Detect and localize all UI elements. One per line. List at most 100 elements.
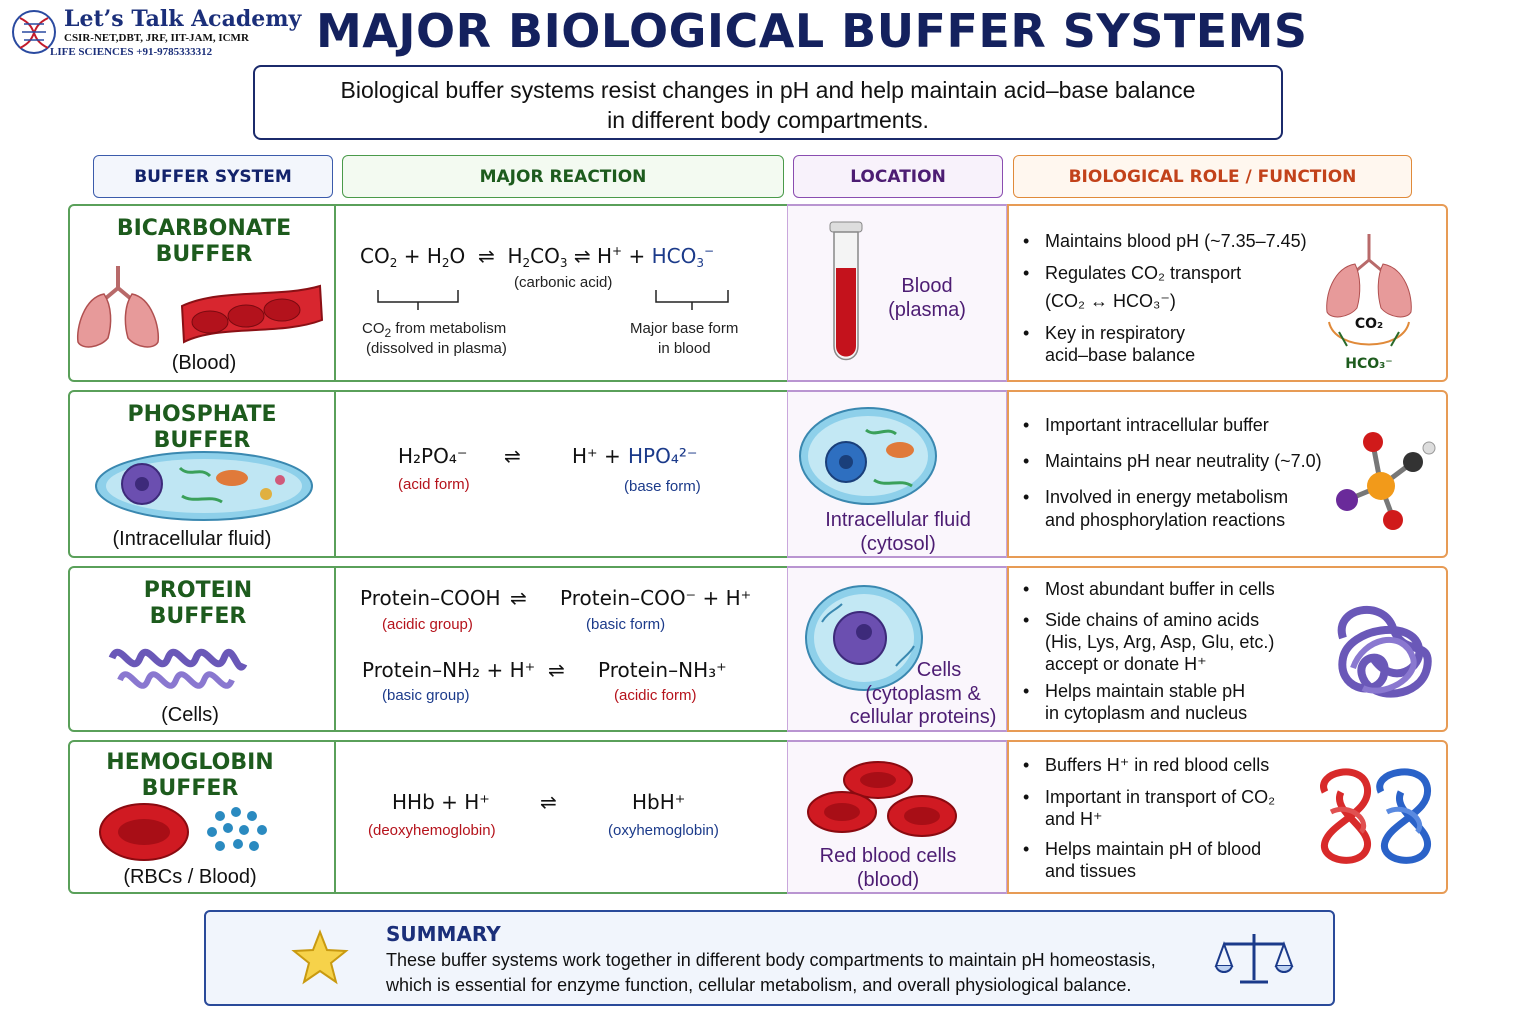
role-item-cont: (CO₂ ↔ HCO₃⁻) [1045,291,1176,311]
acid-form-label: (acid form) [398,476,470,493]
role-item-cont: in cytoplasm and nucleus [1045,703,1248,723]
protein-basic-group: Protein–NH₂ + H⁺ [362,658,536,682]
role-item-cont: and H⁺ [1045,809,1103,829]
location-cell: Red blood cells (blood) [787,740,1007,894]
base-note-2: in blood [658,340,711,357]
role-cell: Maintains blood pH (~7.35–7.45) Regulate… [1007,204,1448,382]
dna-globe-icon [12,10,56,54]
buffer-name-2: BUFFER [149,604,247,629]
location-line-2: (blood) [856,869,920,891]
buffer-name: HEMOGLOBIN [106,750,274,775]
cell-nucleus-icon [805,585,923,691]
equilibrium-arrow: ⇌ [510,586,527,610]
equilibrium-arrow: ⇌ [504,444,521,468]
role-item-cont: and tissues [1045,861,1137,881]
basic-group-label: (basic group) [382,687,470,704]
page-title: MAJOR BIOLOGICAL BUFFER SYSTEMS [316,4,1308,58]
reaction-cell: HHb + H⁺ ⇌ HbH⁺ (deoxyhemoglobin) (oxyhe… [336,740,787,894]
role-item: Maintains pH near neutrality (~7.0) [1023,450,1322,472]
location-line-1: Blood [901,275,953,297]
header-biological-role: BIOLOGICAL ROLE / FUNCTION [1013,155,1412,198]
role-item: Key in respiratory [1023,322,1185,344]
role-cell: Important intracellular buffer Maintains… [1007,390,1448,558]
equilibrium-arrow-2: ⇌ [548,658,565,682]
role-item: Important in transport of CO₂ [1023,786,1275,808]
row-bicarbonate: BICARBONATE BUFFER (Blood) CO2 + H2O ⇌ H… [68,204,1448,382]
location-line-1: Cells [916,659,962,681]
role-cell: Buffers H⁺ in red blood cells Important … [1007,740,1448,894]
base-note: Major base form [630,320,739,337]
lungs-co2-cycle-icon: CO₂ HCO₃⁻ [1326,234,1412,372]
star-icon [291,929,349,985]
buffer-cell: BICARBONATE BUFFER (Blood) [68,204,336,382]
logo-tagline: CSIR-NET,DBT, JRF, IIT-JAM, ICMR [64,32,249,44]
phosphate-hplus: H⁺ + [572,444,621,468]
folded-protein-icon [1337,606,1432,698]
summary-title: SUMMARY [386,922,501,946]
role-item: Helps maintain pH of blood [1023,838,1261,860]
balance-scale-icon [1214,934,1294,984]
role-item: Buffers H⁺ in red blood cells [1023,754,1269,776]
carbonic-acid-label: (carbonic acid) [514,274,613,291]
red-blood-cells-icon [807,761,957,837]
diagram-hco3: HCO₃⁻ [1345,356,1392,372]
location-line-1: Intracellular fluid [825,509,971,531]
buffer-name: PHOSPHATE [127,402,277,427]
cell-icon [95,451,313,521]
reaction-cell: CO2 + H2O ⇌ H2CO3 ⇌ H+ + HCO3− (carbonic… [336,204,787,382]
reaction-cell: Protein–COOH ⇌ Protein–COO⁻ + H⁺ (acidic… [336,566,787,732]
buffer-name-2: BUFFER [153,428,251,453]
buffer-name: BICARBONATE [116,216,292,241]
basic-form-label: (basic form) [586,616,666,633]
location-cell: Intracellular fluid (cytosol) [787,390,1007,558]
phosphate-molecule-icon [1336,432,1436,530]
hemoglobin-structure-icon [1320,768,1431,864]
acidic-group-label: (acidic group) [382,616,473,633]
header-location: LOCATION [793,155,1003,198]
protein-basic-form: Protein–COO⁻ + H⁺ [560,586,752,610]
hemoglobin-deoxy: HHb + H⁺ [392,790,490,814]
role-item-cont: accept or donate H⁺ [1045,654,1207,674]
header-major-reaction: MAJOR REACTION [342,155,784,198]
role-cell: Most abundant buffer in cells Side chain… [1007,566,1448,732]
location-line-2: (cytoplasm & [865,683,981,705]
role-item: Maintains blood pH (~7.35–7.45) [1023,230,1307,252]
role-item: Helps maintain stable pH [1023,680,1245,702]
lungs-bloodvessel-icon [76,266,324,348]
test-tube-icon [829,221,863,361]
summary-box: SUMMARY These buffer systems work togeth… [204,910,1335,1006]
role-item: Side chains of amino acids [1023,609,1259,631]
protein-acidic-form: Protein–NH₃⁺ [598,658,727,682]
logo-name: Let’s Talk Academy [64,6,302,32]
intro-box: Biological buffer systems resist changes… [253,65,1283,140]
rbc-and-ions-icon [99,803,267,861]
location-line-3: cellular proteins) [849,706,997,728]
summary-text: These buffer systems work together in di… [386,950,1156,995]
buffer-cell: HEMOGLOBIN BUFFER (RBCs / Blood) [68,740,336,894]
location-cell: Blood (plasma) [787,204,1007,382]
location-line-2: (cytosol) [860,533,936,555]
hemoglobin-oxy: HbH⁺ [632,790,686,814]
equilibrium-arrow: ⇌ [540,790,557,814]
bicarbonate-equation: CO2 + H2O ⇌ H2CO3 ⇌ H+ + HCO3− [360,244,715,270]
buffer-name: PROTEIN [143,578,253,603]
intro-line-2: in different body compartments. [607,107,929,133]
buffer-name-2: BUFFER [155,242,253,267]
role-item-cont: (His, Lys, Arg, Asp, Glu, etc.) [1045,632,1275,652]
buffer-name-2: BUFFER [141,776,239,801]
buffer-compartment: (Blood) [171,352,237,374]
buffer-compartment: (RBCs / Blood) [123,866,257,888]
location-line-2: (plasma) [888,299,966,321]
logo-contact: LIFE SCIENCES +91-9785333312 [50,46,213,58]
location-line-1: Red blood cells [819,845,957,867]
co2-note: CO2 from metabolism [362,320,507,340]
role-item: Important intracellular buffer [1023,414,1269,436]
animal-cell-icon [799,407,937,505]
brackets [377,290,729,310]
role-item: Most abundant buffer in cells [1023,578,1275,600]
intro-line-1: Biological buffer systems resist changes… [340,77,1196,103]
buffer-cell: PHOSPHATE BUFFER (Intracellular fluid) [68,390,336,558]
role-item: Regulates CO₂ transport [1023,262,1241,284]
role-item: Involved in energy metabolism [1023,486,1288,508]
row-phosphate: PHOSPHATE BUFFER (Intracellular fluid) H… [68,390,1448,558]
